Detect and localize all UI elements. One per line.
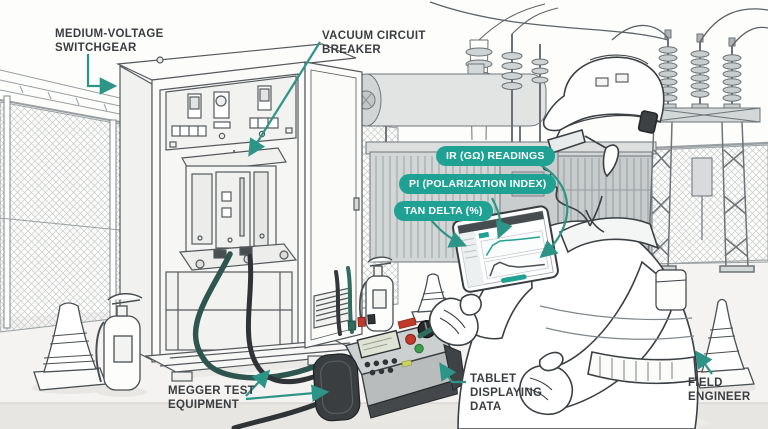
reading-pill-ir: IR (GΩ) READINGS: [436, 146, 555, 166]
engineer-neck: [585, 209, 605, 233]
overhead-wires: [429, 1, 768, 47]
perimeter-fence-left: [0, 69, 121, 333]
lattice-insulators: [658, 29, 742, 110]
switchgear-cabinet: [115, 43, 367, 382]
hard-hat: [542, 56, 665, 132]
right-finger: [538, 351, 564, 372]
vacuum-circuit-breaker: [178, 147, 298, 271]
traffic-cone-left: [33, 302, 107, 391]
engineer-waistband: [587, 351, 697, 385]
reading-pill-tan-delta: TAN DELTA (%): [394, 201, 493, 221]
callout-megger-label: MEGGER TEST EQUIPMENT: [168, 385, 256, 412]
reading-pill-pi: PI (POLARIZATION INDEX): [399, 174, 557, 194]
megger-test-instrument: [312, 314, 466, 422]
perimeter-fence-right: [651, 141, 768, 265]
connector-tablet: [439, 362, 466, 384]
callout-tablet-label: TABLET DISPLAYING DATA: [470, 373, 543, 414]
fire-extinguisher-left: [95, 293, 143, 391]
left-thumb: [459, 293, 482, 316]
megger-panel: [356, 317, 436, 376]
lattice-legs: [643, 121, 755, 273]
substation-lattice-structure: [429, 1, 768, 273]
engineer-ear: [602, 144, 620, 178]
connector-megger-cable: [245, 369, 271, 397]
callout-connectors: [86, 41, 713, 403]
traffic-cone-right: [693, 298, 755, 389]
tablet-chart-tan-delta: [483, 250, 549, 280]
cabinet-door: [304, 61, 363, 349]
connector-switchgear: [86, 54, 118, 95]
connector-engineer: [695, 350, 713, 375]
transformer-bushings: [501, 7, 559, 142]
connector-pi: [491, 197, 513, 240]
connector-megger-device: [245, 384, 330, 403]
tablet-device: [452, 205, 559, 293]
callout-engineer-label: FIELD ENGINEER: [688, 377, 751, 404]
callout-switchgear-label: MEDIUM-VOLTAGE SWITCHGEAR: [55, 28, 164, 55]
engineer-gloves: [428, 293, 574, 416]
right-glove: [519, 364, 574, 416]
connector-ir: [529, 158, 569, 259]
callout-breaker-label: VACUUM CIRCUIT BREAKER: [322, 30, 426, 57]
connector-breaker: [248, 41, 321, 157]
